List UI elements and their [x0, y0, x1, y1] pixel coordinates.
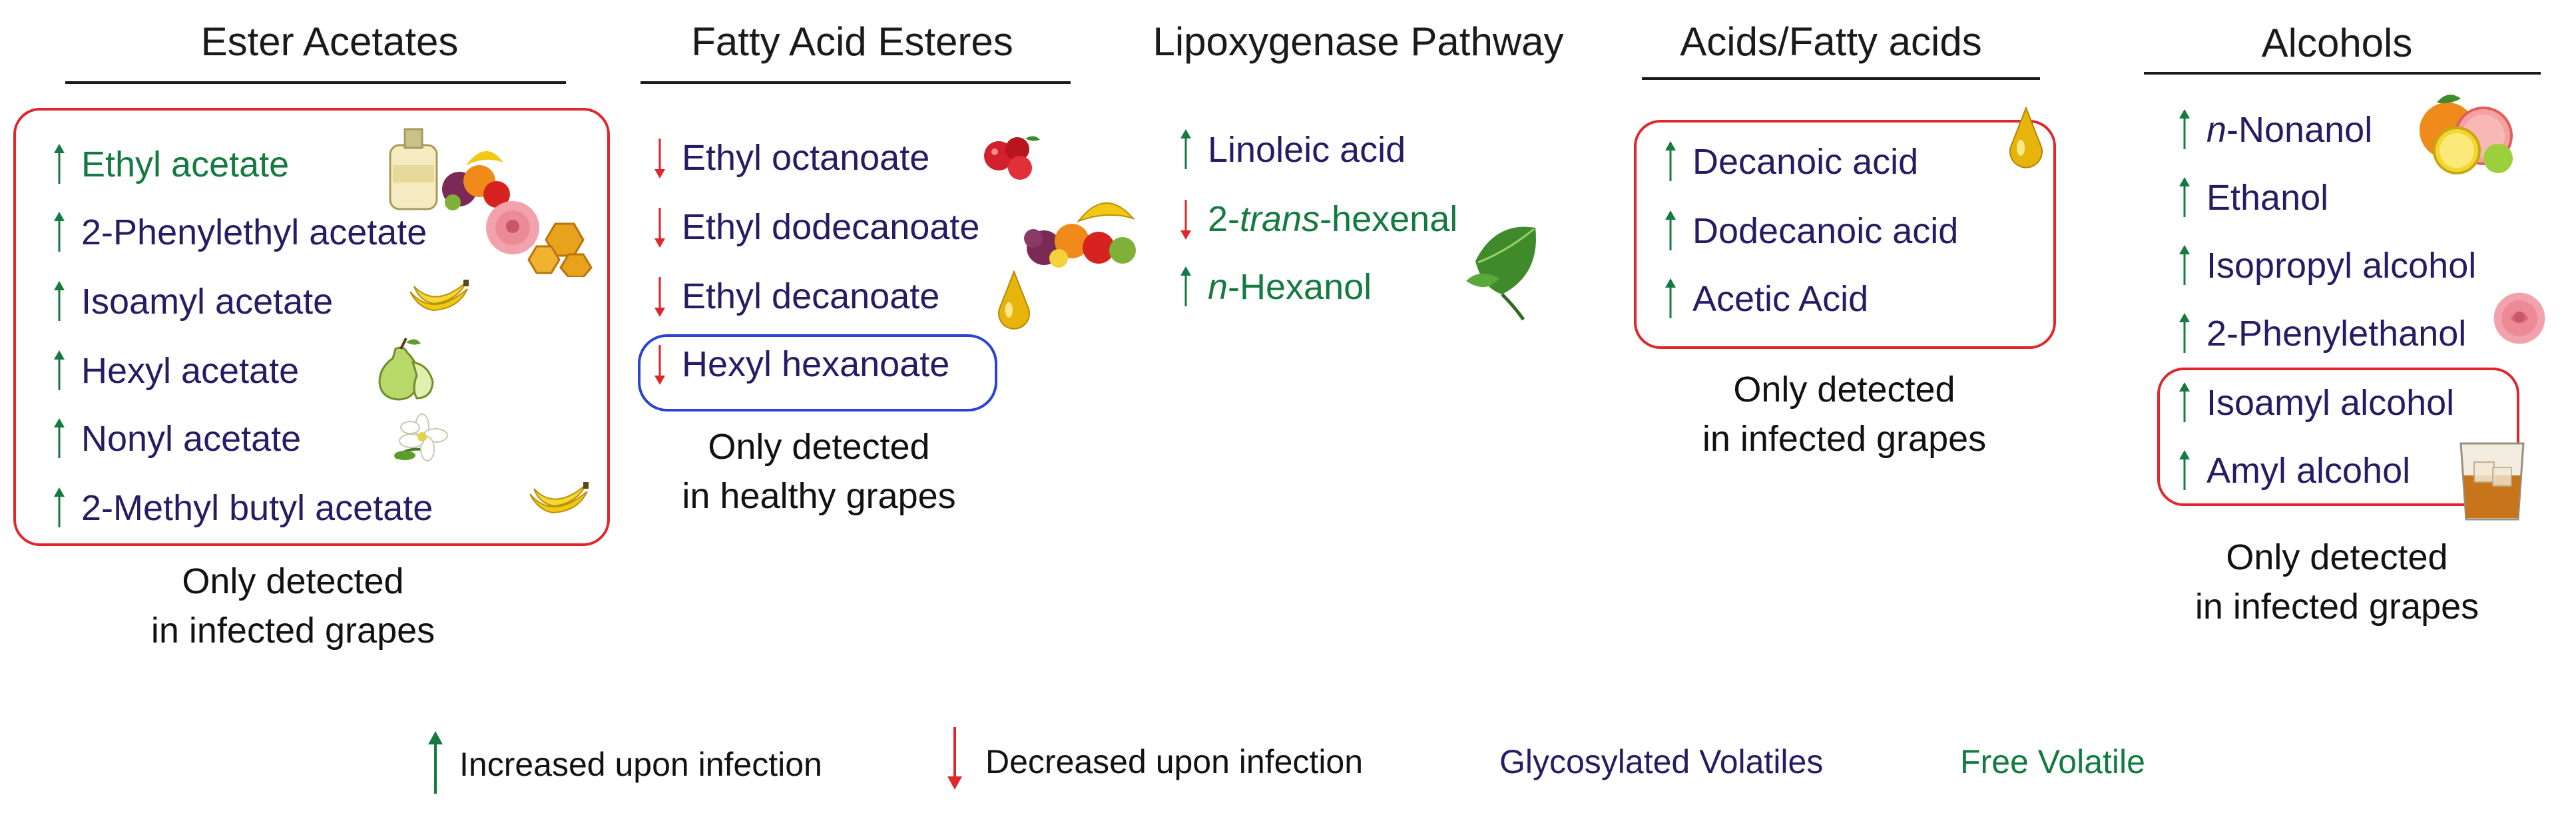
- compound-decanoic-acid: Decanoic acid: [1663, 138, 1918, 185]
- decrease-arrow-icon: [1178, 198, 1193, 240]
- column-header-lipoxygenase-pathway: Lipoxygenase Pathway: [1153, 19, 1564, 64]
- legend-glycosylated-label: Glycosylated Volatiles: [1499, 743, 1824, 780]
- increase-arrow-icon: [1178, 266, 1193, 308]
- fruit-pile-icon: [1024, 202, 1136, 268]
- legend-free-label: Free Volatile: [1960, 743, 2145, 780]
- column-header-fatty-acid-esteres: Fatty Acid Esteres: [691, 19, 1013, 64]
- increase-arrow-icon: [52, 487, 67, 529]
- compound-ethanol: Ethanol: [2177, 174, 2328, 221]
- flower-icon: [394, 413, 448, 461]
- increase-arrow-icon: [52, 418, 67, 459]
- compound-amyl-alcohol: Amyl alcohol: [2177, 447, 2410, 494]
- increase-arrow-icon: [1663, 278, 1678, 320]
- vinegar-fruit-icon: [389, 128, 510, 210]
- compound-isoamyl-alcohol: Isoamyl alcohol: [2177, 380, 2454, 426]
- compound-dodecanoic-acid: Dodecanoic acid: [1663, 208, 1958, 254]
- compound-2-trans-hexenal: 2-trans-hexenal: [1178, 196, 1457, 242]
- banana-icon: [526, 478, 593, 521]
- infected-only-note: Only detected in infected grapes: [2194, 537, 2479, 627]
- increase-arrow-icon: [1663, 141, 1678, 182]
- citrus-icon: [2420, 95, 2513, 174]
- compound-ethyl-octanoate: Ethyl octanoate: [652, 135, 929, 181]
- header-rule: [65, 81, 566, 84]
- healthy-only-note: Only detected in healthy grapes: [682, 427, 956, 516]
- infected-only-box: [13, 108, 610, 546]
- oil-drop-icon: [2005, 105, 2047, 172]
- compound-nonyl-acetate: Nonyl acetate: [52, 415, 301, 462]
- oil-drop-icon: [995, 269, 1033, 333]
- increase-arrow-icon: [52, 144, 67, 185]
- increase-arrow-icon: [52, 350, 67, 392]
- header-rule: [641, 81, 1071, 84]
- compound-isopropyl-alcohol: Isopropyl alcohol: [2177, 242, 2476, 289]
- header-rule: [1642, 77, 2040, 80]
- pear-icon: [378, 338, 434, 401]
- increase-arrow-icon: [2177, 109, 2192, 150]
- legend-decreased-label: Decreased upon infection: [985, 743, 1364, 780]
- compound-ethyl-dodecanoate: Ethyl dodecanoate: [652, 204, 979, 250]
- column-header-ester-acetates: Ester Acetates: [200, 19, 459, 64]
- compound-hexyl-hexanoate: Hexyl hexanoate: [652, 341, 949, 388]
- infected-only-note: Only detected in infected grapes: [1702, 370, 1987, 459]
- increase-arrow-icon: [2177, 245, 2192, 286]
- compound-acetic-acid: Acetic Acid: [1663, 276, 1868, 322]
- compound-ethyl-decanoate: Ethyl decanoate: [652, 273, 939, 320]
- increase-arrow-icon: [428, 731, 443, 794]
- compound-2-methyl-butyl-acetate: 2-Methyl butyl acetate: [52, 485, 433, 531]
- increase-arrow-icon: [2177, 313, 2192, 354]
- legend-increased-label: Increased upon infection: [459, 746, 822, 783]
- increase-arrow-icon: [1178, 129, 1193, 170]
- rose-icon: [2487, 286, 2551, 350]
- increase-arrow-icon: [2177, 382, 2192, 423]
- rose-honey-icon: [486, 201, 593, 277]
- compound-n-hexanol: n-Hexanol: [1178, 264, 1372, 310]
- header-rule: [2144, 72, 2541, 75]
- infected-only-box: [2157, 368, 2519, 506]
- compound-2-phenylethanol: 2-Phenylethanol: [2177, 310, 2466, 357]
- column-header-acids-fatty-acids: Acids/Fatty acids: [1680, 19, 1982, 64]
- decrease-arrow-icon: [652, 137, 667, 178]
- increase-arrow-icon: [52, 212, 67, 253]
- compound-2-phenylethyl-acetate: 2-Phenylethyl acetate: [52, 209, 427, 256]
- increase-arrow-icon: [2177, 177, 2192, 218]
- infected-only-note: Only detected in infected grapes: [150, 561, 435, 651]
- compound-ethyl-acetate: Ethyl acetate: [52, 141, 289, 188]
- berries-icon: [984, 136, 1040, 180]
- decrease-arrow-icon: [652, 276, 667, 317]
- compound-n-nonanol: n-Nonanol: [2177, 107, 2372, 153]
- decrease-arrow-icon: [652, 344, 667, 385]
- decrease-arrow-icon: [947, 727, 962, 790]
- increase-arrow-icon: [2177, 450, 2192, 491]
- compound-isoamyl-acetate: Isoamyl acetate: [52, 278, 333, 325]
- compound-hexyl-acetate: Hexyl acetate: [52, 348, 299, 394]
- increase-arrow-icon: [1663, 210, 1678, 252]
- increase-arrow-icon: [52, 281, 67, 322]
- healthy-only-box: [638, 334, 997, 411]
- whisky-glass-icon: [2459, 442, 2525, 521]
- infected-only-box: [1634, 120, 2056, 349]
- banana-icon: [406, 276, 473, 318]
- compound-linoleic-acid: Linoleic acid: [1178, 127, 1406, 173]
- decrease-arrow-icon: [652, 206, 667, 248]
- leaf-icon: [1466, 226, 1536, 321]
- column-header-alcohols: Alcohols: [2261, 21, 2413, 65]
